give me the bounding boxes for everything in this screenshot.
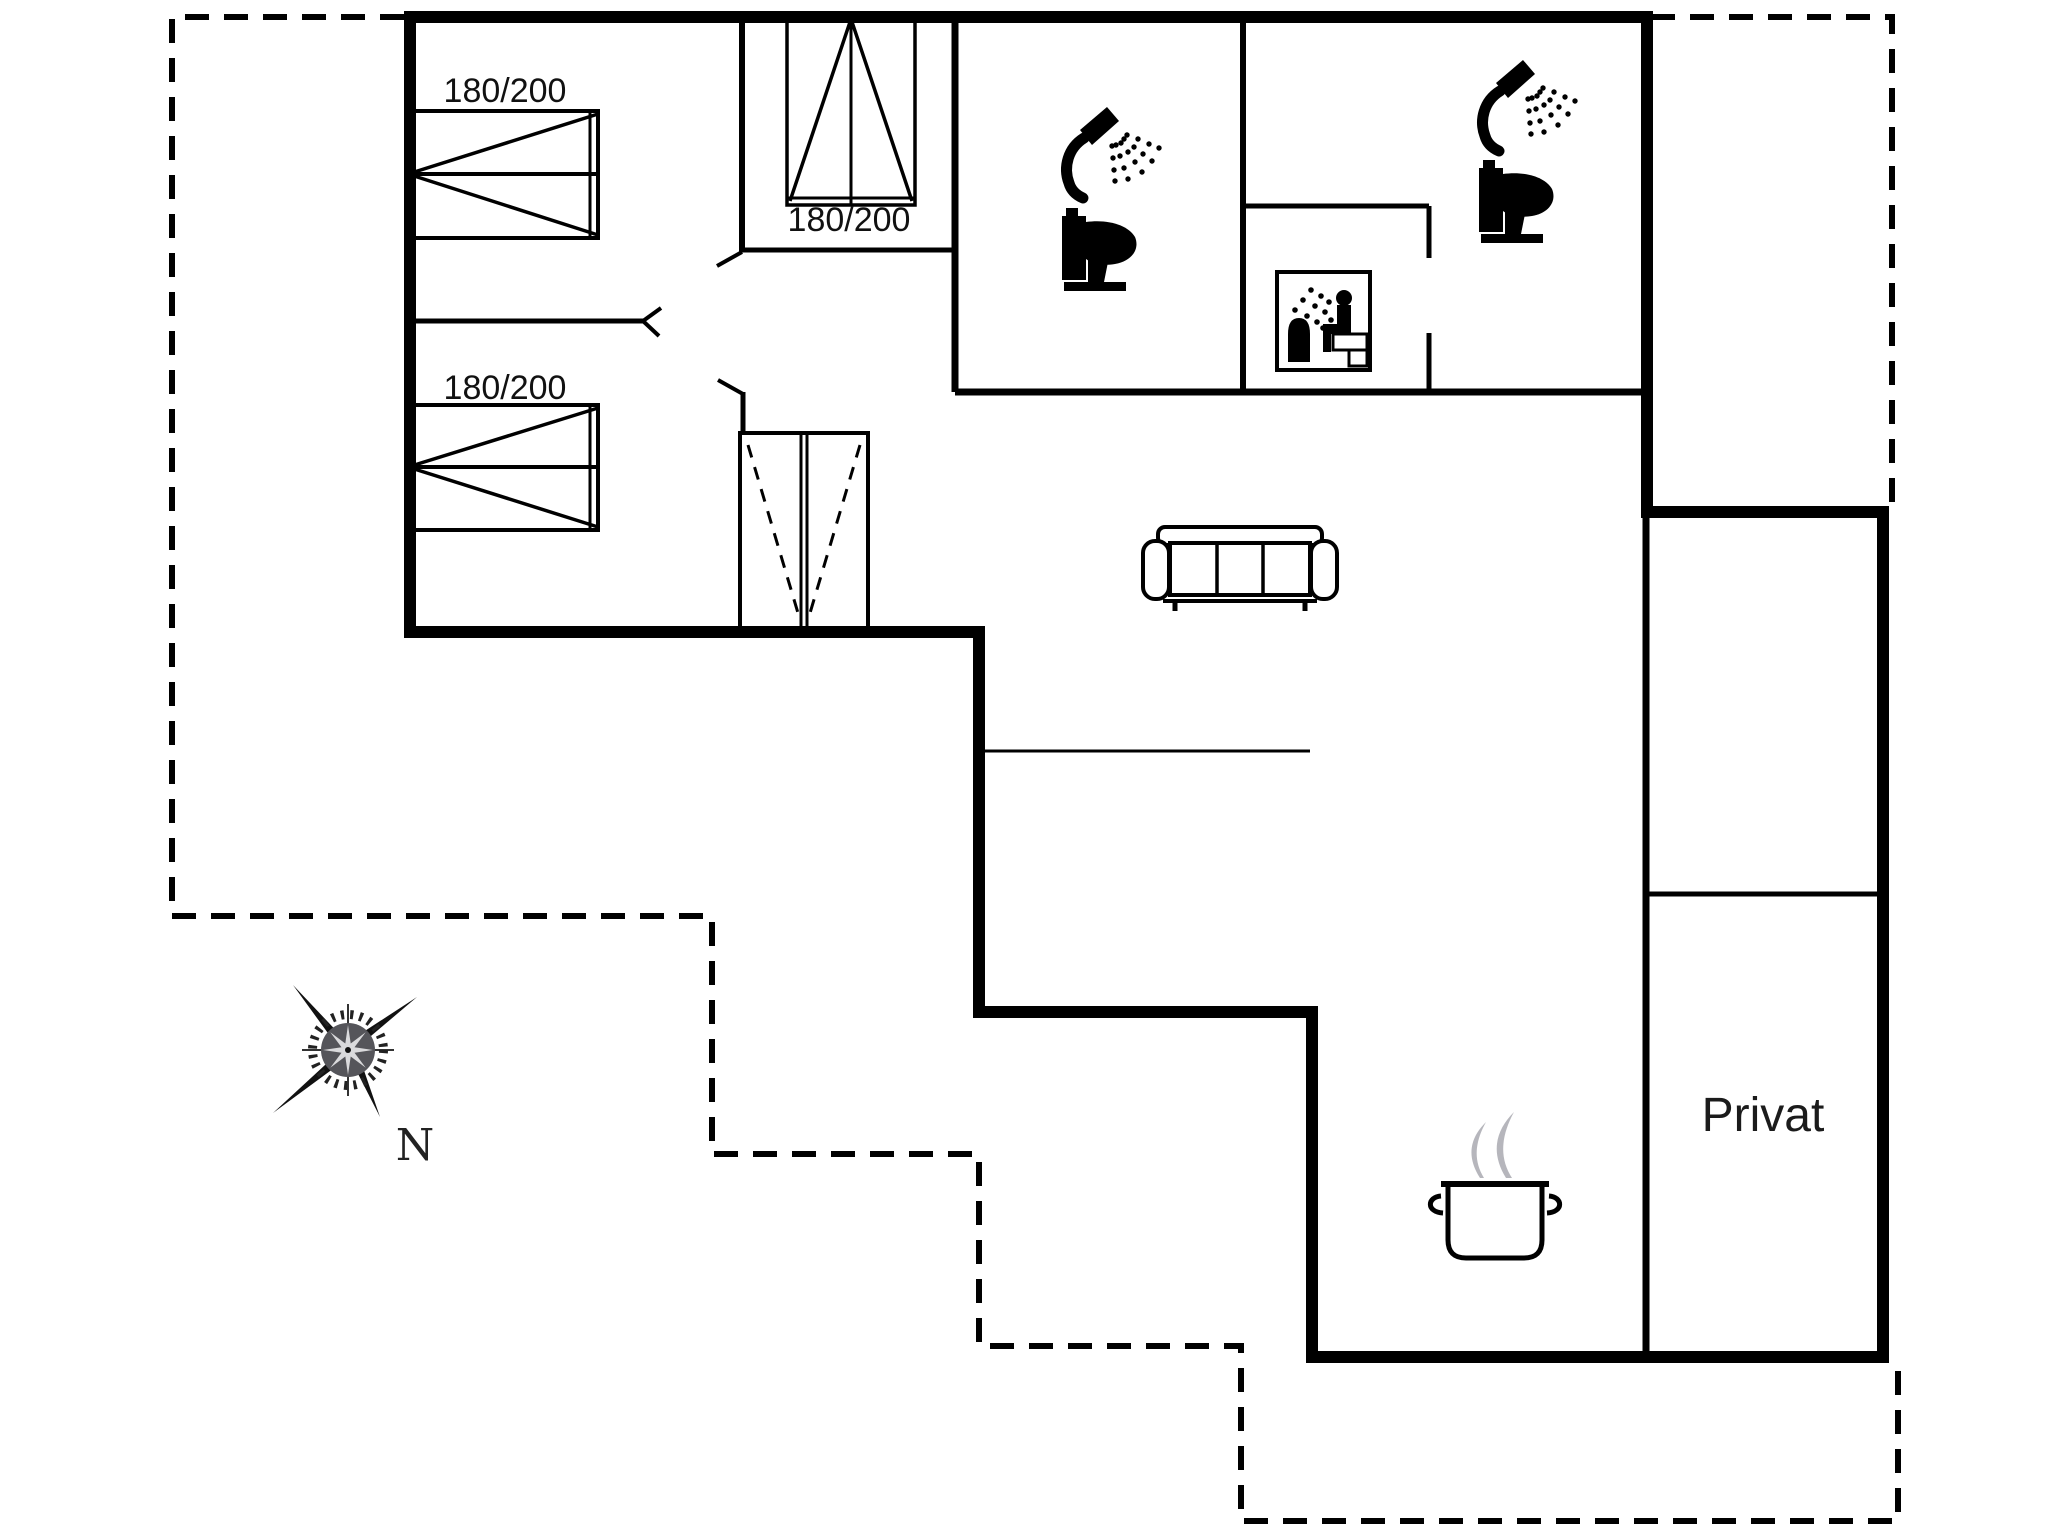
outer-walls xyxy=(404,11,1889,1363)
vertical-bed-icon xyxy=(785,15,917,207)
cooking-pot-icon xyxy=(1427,1181,1563,1261)
toilet-icon xyxy=(1479,160,1554,243)
sauna-icon xyxy=(1275,270,1372,372)
room-label-privat: Privat xyxy=(1702,1089,1825,1142)
terrace-boundary-dashed xyxy=(169,14,1901,1524)
sofa-icon xyxy=(1141,525,1339,611)
inner-walls xyxy=(410,17,1881,1355)
toilet-icon xyxy=(1062,208,1137,291)
compass-north-label: N xyxy=(396,1120,435,1171)
bed-size-label: 180/200 xyxy=(444,72,567,110)
wardrobe-icon xyxy=(738,431,870,632)
double-bed-icon xyxy=(406,403,600,532)
shower-icon xyxy=(1067,107,1162,198)
shower-icon xyxy=(1483,60,1578,151)
bed-size-label: 180/200 xyxy=(788,201,911,239)
double-bed-icon xyxy=(406,109,600,240)
steam-icon xyxy=(1471,1112,1514,1178)
bed-size-label: 180/200 xyxy=(444,369,567,407)
compass-rose-icon xyxy=(273,985,417,1117)
